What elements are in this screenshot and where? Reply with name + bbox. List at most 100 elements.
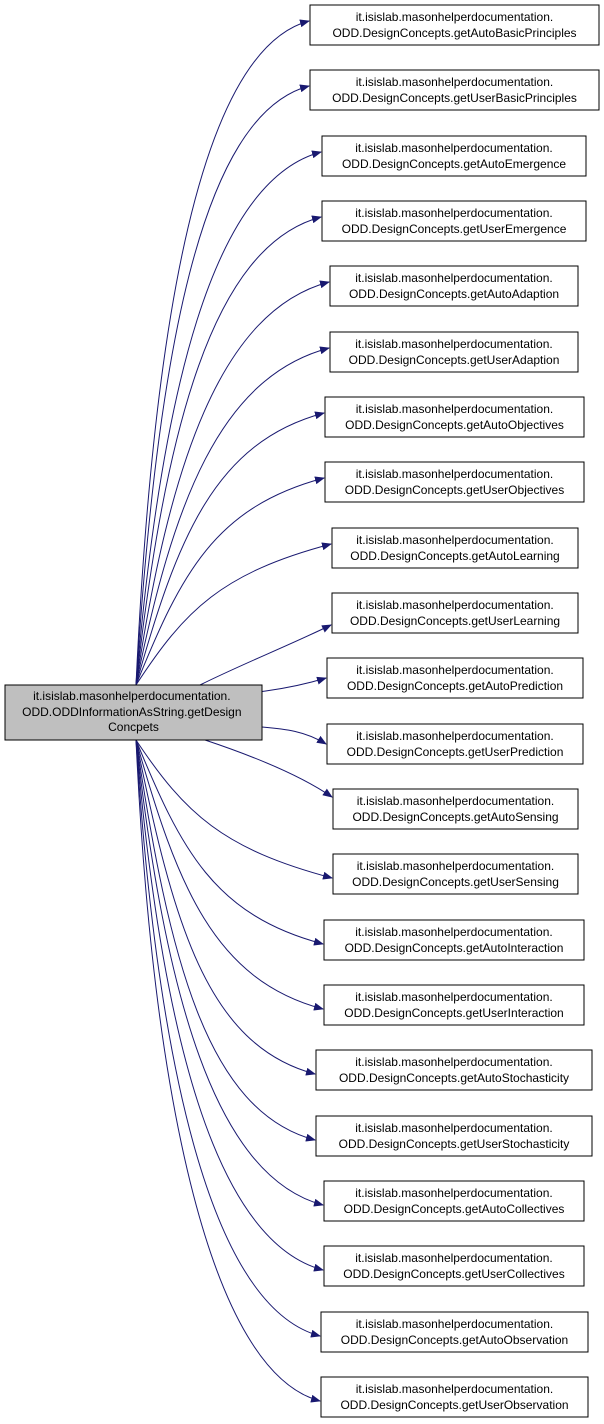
target-node-line-2: ODD.DesignConcepts.getUserLearning xyxy=(350,614,560,628)
target-node-get-user-basic-principles[interactable]: it.isislab.masonhelperdocumentation.ODD.… xyxy=(309,69,600,111)
svg-text:it.isislab.masonhelperdocument: it.isislab.masonhelperdocumentation.ODD.… xyxy=(342,141,566,171)
target-node-line-2: ODD.DesignConcepts.getAutoPrediction xyxy=(347,679,563,693)
edge-arrow-get-auto-adaption xyxy=(135,280,330,686)
target-node-line-1: it.isislab.masonhelperdocumentation. xyxy=(355,271,552,285)
target-node-get-auto-interaction[interactable]: it.isislab.masonhelperdocumentation.ODD.… xyxy=(323,919,585,961)
target-node-get-auto-adaption[interactable]: it.isislab.masonhelperdocumentation. ODD.… xyxy=(329,265,579,307)
svg-text:it.isislab.masonhelperdocument: it.isislab.masonhelperdocumentation.ODD.… xyxy=(341,1317,568,1347)
svg-text:it.isislab.masonhelperdocument: it.isislab.masonhelperdocumentation.ODD.… xyxy=(344,1186,565,1216)
target-node-line-2: ODD.DesignConcepts.getUserObservation xyxy=(340,1398,568,1412)
target-node-line-2: ODD.DesignConcepts.getAutoStochasticity xyxy=(339,1071,569,1085)
target-nodes: it.isislab.masonhelperdocumentation. ODD.… xyxy=(309,4,600,1418)
target-node-get-user-learning[interactable]: it.isislab.masonhelperdocumentation. ODD.… xyxy=(331,592,579,634)
target-node-line-1: it.isislab.masonhelperdocumentation. xyxy=(355,1121,552,1135)
target-node-get-user-interaction[interactable]: it.isislab.masonhelperdocumentation.ODD.… xyxy=(323,984,585,1026)
target-node-line-2: ODD.DesignConcepts.getAutoAdaption xyxy=(349,287,559,301)
target-node-line-2: ODD.DesignConcepts.getAutoLearning xyxy=(350,549,559,563)
target-node-get-auto-emergence[interactable]: it.isislab.masonhelperdocumentation.ODD.… xyxy=(321,135,587,177)
target-node-get-user-sensing[interactable]: it.isislab.masonhelperdocumentation.ODD.… xyxy=(332,853,579,895)
target-node-box xyxy=(329,265,579,307)
target-node-line-1: it.isislab.masonhelperdocumentation. xyxy=(356,598,553,612)
edge-arrow-get-user-sensing xyxy=(135,739,333,880)
target-node-get-auto-collectives[interactable]: it.isislab.masonhelperdocumentation.ODD.… xyxy=(323,1180,585,1222)
edge-arrow-get-user-learning xyxy=(199,624,332,686)
target-node-line-2: ODD.DesignConcepts.getAutoObjectives xyxy=(345,418,564,432)
target-node-box xyxy=(323,1180,585,1222)
target-node-line-2: ODD.DesignConcepts.getUserPrediction xyxy=(347,745,564,759)
target-node-line-1: it.isislab.masonhelperdocumentation. xyxy=(356,533,553,547)
source-node-getDesignConcpets[interactable]: it.isislab.masonhelperdocumentation. ODD… xyxy=(4,684,263,741)
target-node-line-2: ODD.DesignConcepts.getUserAdaption xyxy=(349,353,560,367)
target-node-box xyxy=(331,592,579,634)
target-node-get-auto-objectives[interactable]: it.isislab.masonhelperdocumentation.ODD.… xyxy=(324,396,585,438)
target-node-get-user-collectives[interactable]: it.isislab.masonhelperdocumentation.ODD.… xyxy=(323,1245,585,1287)
svg-text:it.isislab.masonhelperdocument: it.isislab.masonhelperdocumentation.ODD.… xyxy=(340,1382,568,1412)
target-node-line-2: ODD.DesignConcepts.getUserBasicPrinciple… xyxy=(332,91,577,105)
edge-arrow-get-user-adaption xyxy=(135,346,330,686)
target-node-line-2: ODD.DesignConcepts.getAutoBasicPrinciple… xyxy=(332,26,576,40)
svg-text:it.isislab.masonhelperdocument: it.isislab.masonhelperdocumentation. ODD.… xyxy=(349,271,559,301)
target-node-get-user-prediction[interactable]: it.isislab.masonhelperdocumentation. ODD.… xyxy=(326,723,584,765)
target-node-box xyxy=(323,984,585,1026)
target-node-get-user-observation[interactable]: it.isislab.masonhelperdocumentation.ODD.… xyxy=(320,1376,589,1418)
edge-arrow-get-auto-observation xyxy=(135,739,321,1338)
target-node-get-user-stochasticity[interactable]: it.isislab.masonhelperdocumentation.ODD.… xyxy=(315,1115,593,1157)
edges xyxy=(135,19,333,1403)
target-node-line-2: ODD.DesignConcepts.getAutoInteraction xyxy=(345,941,564,955)
target-node-box xyxy=(326,723,584,765)
target-node-box xyxy=(320,1376,589,1418)
target-node-line-1: it.isislab.masonhelperdocumentation. xyxy=(356,1317,553,1331)
target-node-get-auto-basic-principles[interactable]: it.isislab.masonhelperdocumentation. ODD.… xyxy=(309,4,600,46)
target-node-line-2: ODD.DesignConcepts.getUserCollectives xyxy=(343,1267,564,1281)
target-node-box xyxy=(320,1311,589,1353)
target-node-get-auto-stochasticity[interactable]: it.isislab.masonhelperdocumentation.ODD.… xyxy=(315,1049,593,1091)
target-node-box xyxy=(323,1245,585,1287)
target-node-line-1: it.isislab.masonhelperdocumentation. xyxy=(356,467,553,481)
svg-text:it.isislab.masonhelperdocument: it.isislab.masonhelperdocumentation.ODD.… xyxy=(345,467,564,497)
target-node-line-2: ODD.DesignConcepts.getUserEmergence xyxy=(342,222,567,236)
source-node-line-2: ODD.ODDInformationAsString.getDesign xyxy=(22,705,241,719)
target-node-line-1: it.isislab.masonhelperdocumentation. xyxy=(355,337,552,351)
target-node-line-1: it.isislab.masonhelperdocumentation. xyxy=(356,10,553,24)
target-node-line-1: it.isislab.masonhelperdocumentation. xyxy=(355,206,552,220)
target-node-box xyxy=(321,200,587,242)
target-node-box xyxy=(309,4,600,46)
target-node-get-user-adaption[interactable]: it.isislab.masonhelperdocumentation. ODD.… xyxy=(329,331,579,373)
target-node-get-auto-observation[interactable]: it.isislab.masonhelperdocumentation.ODD.… xyxy=(320,1311,589,1353)
target-node-line-1: it.isislab.masonhelperdocumentation. xyxy=(356,729,553,743)
edge-arrow-get-user-basic-principles xyxy=(135,84,310,686)
svg-text:it.isislab.masonhelperdocument: it.isislab.masonhelperdocumentation.ODD.… xyxy=(352,794,558,824)
target-node-box xyxy=(321,135,587,177)
edge-arrow-get-auto-collectives xyxy=(135,739,324,1207)
target-node-get-auto-learning[interactable]: it.isislab.masonhelperdocumentation. ODD.… xyxy=(331,527,579,569)
target-node-box xyxy=(324,396,585,438)
target-node-box xyxy=(331,527,579,569)
source-node-line-3: Concpets xyxy=(108,720,159,734)
svg-text:it.isislab.masonhelperdocument: it.isislab.masonhelperdocumentation.ODD.… xyxy=(339,1121,570,1151)
target-node-get-auto-sensing[interactable]: it.isislab.masonhelperdocumentation.ODD.… xyxy=(332,788,579,830)
edge-arrow-get-auto-objectives xyxy=(135,411,325,686)
svg-text:it.isislab.masonhelperdocument: it.isislab.masonhelperdocumentation.ODD.… xyxy=(352,859,559,889)
target-node-line-2: ODD.DesignConcepts.getAutoEmergence xyxy=(342,157,566,171)
target-node-box xyxy=(315,1115,593,1157)
edge-arrow-get-auto-emergence xyxy=(135,150,322,686)
edge-arrow-get-user-prediction xyxy=(261,726,327,745)
svg-text:it.isislab.masonhelperdocument: it.isislab.masonhelperdocumentation.ODD.… xyxy=(332,75,577,105)
target-node-get-user-emergence[interactable]: it.isislab.masonhelperdocumentation. ODD.… xyxy=(321,200,587,242)
svg-text:it.isislab.masonhelperdocument: it.isislab.masonhelperdocumentation. ODD.… xyxy=(350,533,559,563)
target-node-box xyxy=(309,69,600,111)
edge-arrow-get-user-interaction xyxy=(135,739,324,1011)
svg-text:it.isislab.masonhelperdocument: it.isislab.masonhelperdocumentation. ODD… xyxy=(22,689,245,734)
svg-text:it.isislab.masonhelperdocument: it.isislab.masonhelperdocumentation. ODD.… xyxy=(350,598,560,628)
target-node-line-1: it.isislab.masonhelperdocumentation. xyxy=(357,859,554,873)
edge-arrow-get-auto-sensing xyxy=(204,739,333,798)
source-node-line-1: it.isislab.masonhelperdocumentation. xyxy=(33,689,230,703)
target-node-box xyxy=(329,331,579,373)
target-node-box xyxy=(332,788,579,830)
target-node-get-user-objectives[interactable]: it.isislab.masonhelperdocumentation.ODD.… xyxy=(324,461,585,503)
svg-text:it.isislab.masonhelperdocument: it.isislab.masonhelperdocumentation. ODD.… xyxy=(342,206,567,236)
svg-text:it.isislab.masonhelperdocument: it.isislab.masonhelperdocumentation.ODD.… xyxy=(345,402,564,432)
svg-text:it.isislab.masonhelperdocument: it.isislab.masonhelperdocumentation.ODD.… xyxy=(344,990,563,1020)
target-node-get-auto-prediction[interactable]: it.isislab.masonhelperdocumentation.ODD.… xyxy=(326,657,584,699)
edge-arrow-get-auto-interaction xyxy=(135,739,324,946)
